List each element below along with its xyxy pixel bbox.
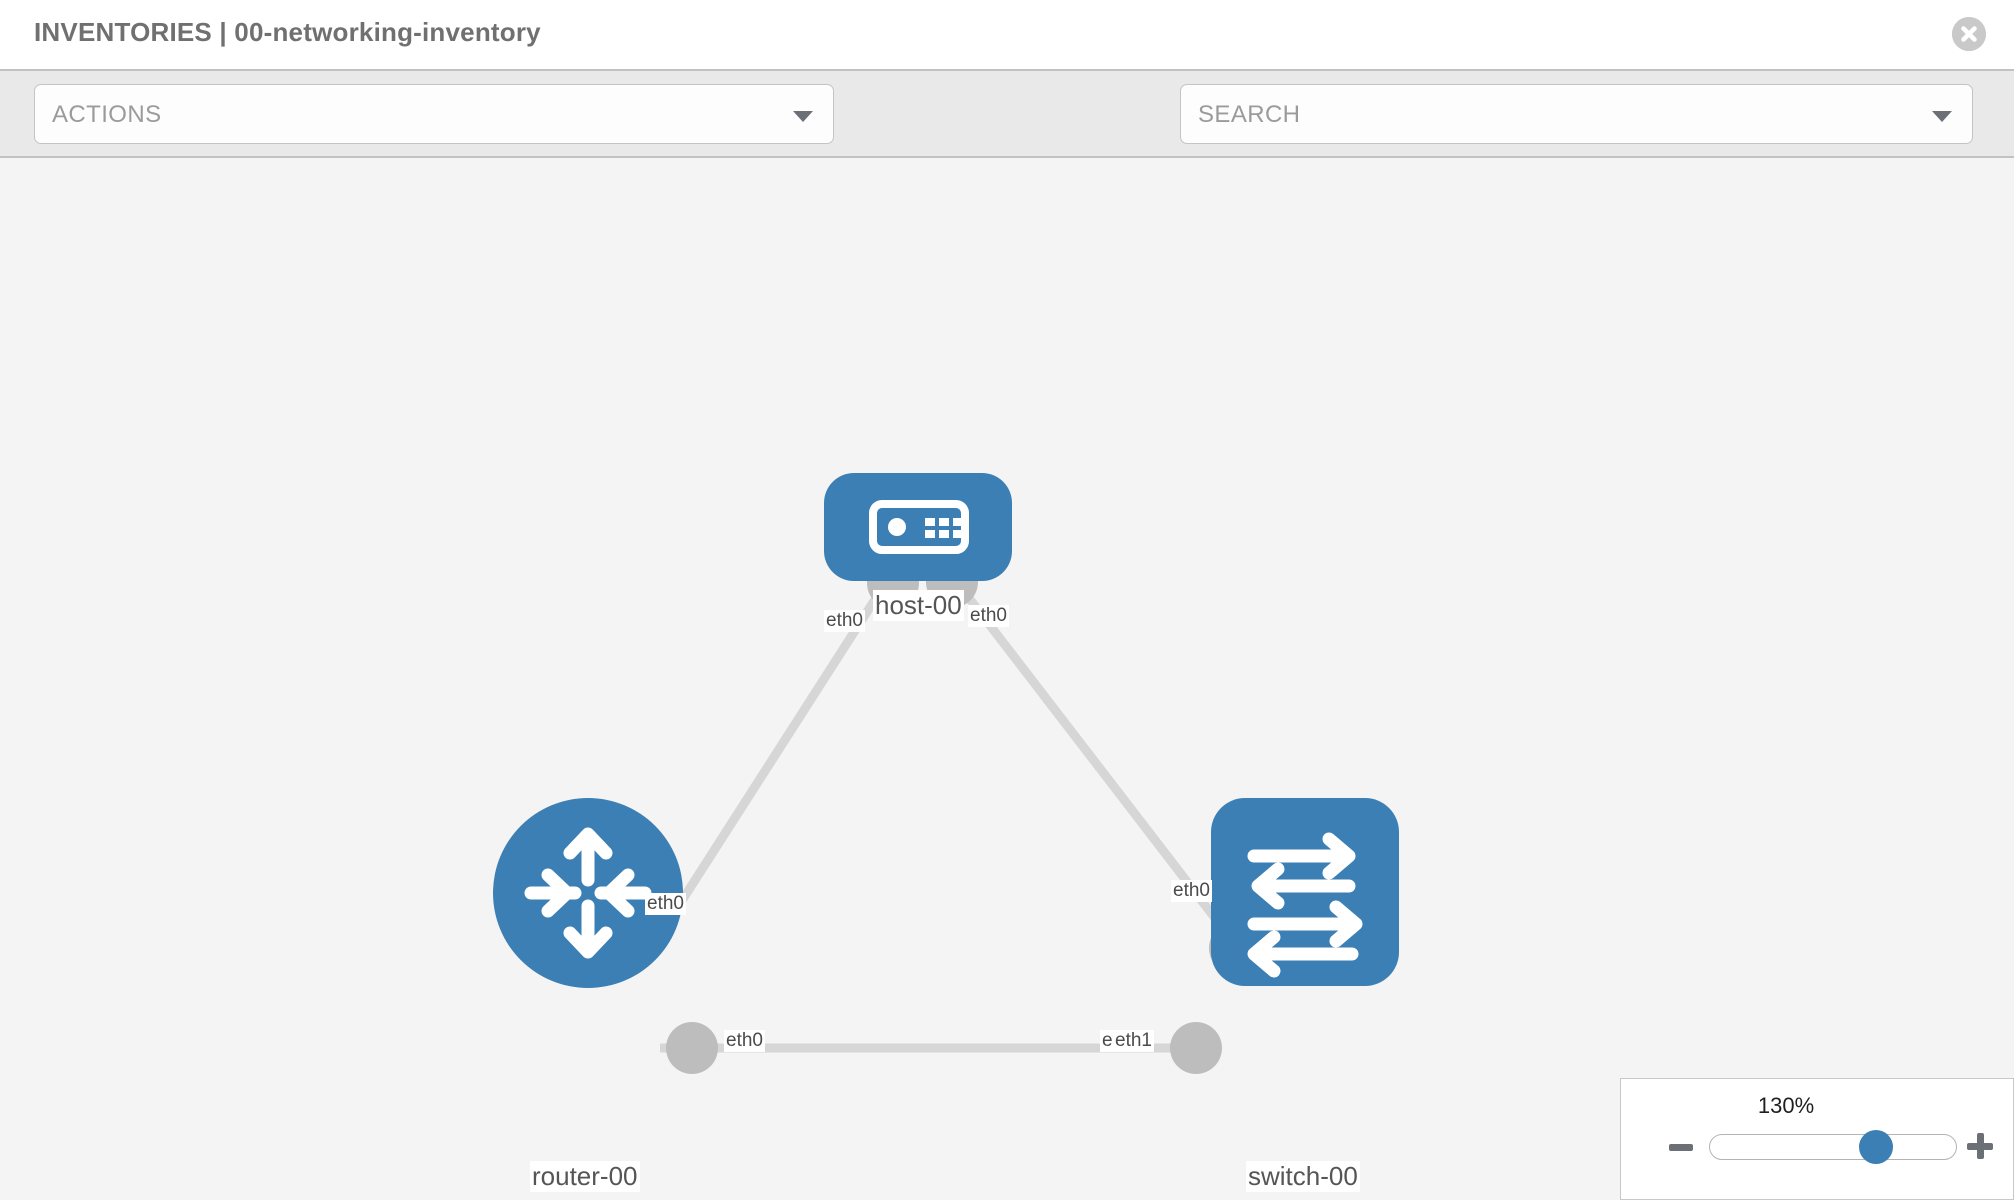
close-icon xyxy=(1952,17,1986,51)
iface-label-host-left: eth0 xyxy=(824,610,865,632)
zoom-slider-thumb[interactable] xyxy=(1859,1130,1893,1164)
actions-dropdown-label: ACTIONS xyxy=(52,101,162,128)
search-input[interactable]: SEARCH xyxy=(1180,84,1973,144)
zoom-in-button[interactable] xyxy=(1967,1133,1993,1159)
page-title: INVENTORIES | 00-networking-inventory xyxy=(34,17,541,47)
router-arrows-icon xyxy=(524,827,652,959)
chevron-down-icon xyxy=(1932,111,1952,122)
node-label-router-00: router-00 xyxy=(530,1161,640,1192)
node-label-host-00: host-00 xyxy=(873,590,964,621)
connector-router-right[interactable] xyxy=(666,1022,718,1074)
topology-canvas[interactable]: host-00 router-00 switch-00 eth0 eth0 et… xyxy=(0,158,2014,1200)
chevron-down-icon xyxy=(793,111,813,122)
close-button[interactable] xyxy=(1952,17,1986,51)
server-icon xyxy=(869,500,969,554)
iface-label-switch-left: eth1 xyxy=(1113,1030,1154,1052)
node-host-00[interactable] xyxy=(824,473,1012,581)
zoom-level-value: 130% xyxy=(1757,1093,1815,1118)
zoom-control-panel: 130% xyxy=(1620,1078,2014,1200)
zoom-slider-track[interactable] xyxy=(1709,1134,1957,1160)
toolbar: ACTIONS SEARCH xyxy=(0,69,2014,201)
topology-graph xyxy=(493,473,1399,1074)
page-header: INVENTORIES | 00-networking-inventory xyxy=(0,0,2014,69)
iface-label-router-right: eth0 xyxy=(724,1030,765,1052)
iface-label-host-right: eth0 xyxy=(968,605,1009,627)
switch-arrows-icon xyxy=(1247,832,1363,978)
node-router-00[interactable] xyxy=(493,798,683,988)
node-label-switch-00: switch-00 xyxy=(1246,1161,1360,1192)
node-switch-00[interactable] xyxy=(1211,798,1399,986)
iface-label-switch-up: eth0 xyxy=(1171,880,1212,902)
connector-switch-left[interactable] xyxy=(1170,1022,1222,1074)
actions-dropdown[interactable]: ACTIONS xyxy=(34,84,834,144)
search-input-value: SEARCH xyxy=(1198,101,1301,128)
zoom-out-button[interactable] xyxy=(1669,1144,1693,1151)
iface-label-router-up: eth0 xyxy=(645,893,686,915)
